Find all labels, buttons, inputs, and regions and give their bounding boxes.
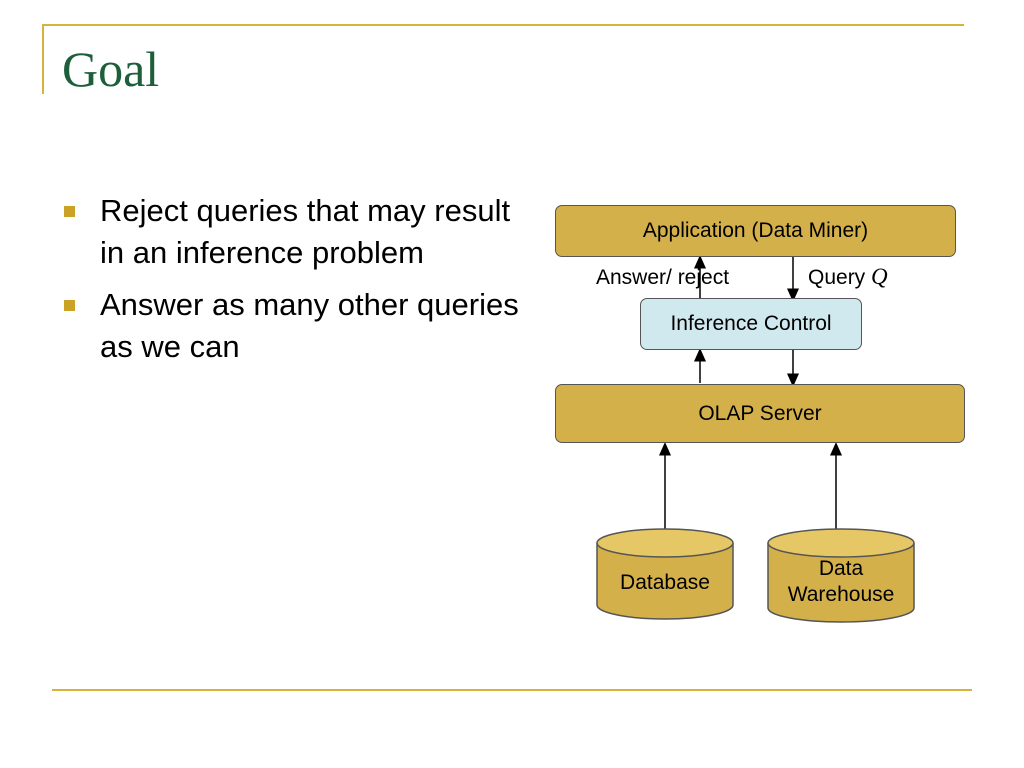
answer-reject-label: Answer/ reject	[596, 266, 730, 289]
bullet-text: Answer as many other queries as we can	[100, 287, 519, 364]
application-label: Application (Data Miner)	[642, 219, 869, 242]
query-symbol: Q	[871, 264, 888, 289]
database-label: Database	[620, 571, 710, 594]
left-rule	[42, 24, 44, 94]
slide-title: Goal	[62, 41, 160, 97]
bullet-text: Reject queries that may result in an inf…	[100, 193, 511, 270]
warehouse-cylinder	[767, 528, 915, 623]
warehouse-label: Data Warehouse	[768, 556, 914, 608]
warehouse-label-line1: Data	[818, 557, 864, 580]
warehouse-label-line2: Warehouse	[787, 583, 895, 606]
bottom-rule	[52, 689, 972, 691]
query-label-group: Query Q	[808, 264, 888, 290]
database-cylinder	[596, 528, 734, 620]
query-label: Query	[808, 266, 866, 289]
square-bullet-icon	[64, 206, 75, 217]
bullet-item: Reject queries that may result in an inf…	[64, 190, 524, 274]
top-rule	[42, 24, 964, 26]
olap-server-label: OLAP Server	[698, 401, 822, 425]
bullet-item: Answer as many other queries as we can	[64, 284, 524, 368]
application-box: Application (Data Miner)	[555, 205, 956, 257]
inference-control-label: Inference Control	[670, 312, 832, 335]
inference-control-box: Inference Control	[640, 298, 862, 350]
square-bullet-icon	[64, 300, 75, 311]
bullet-list: Reject queries that may result in an inf…	[64, 190, 524, 378]
olap-server-box: OLAP Server	[555, 384, 965, 443]
